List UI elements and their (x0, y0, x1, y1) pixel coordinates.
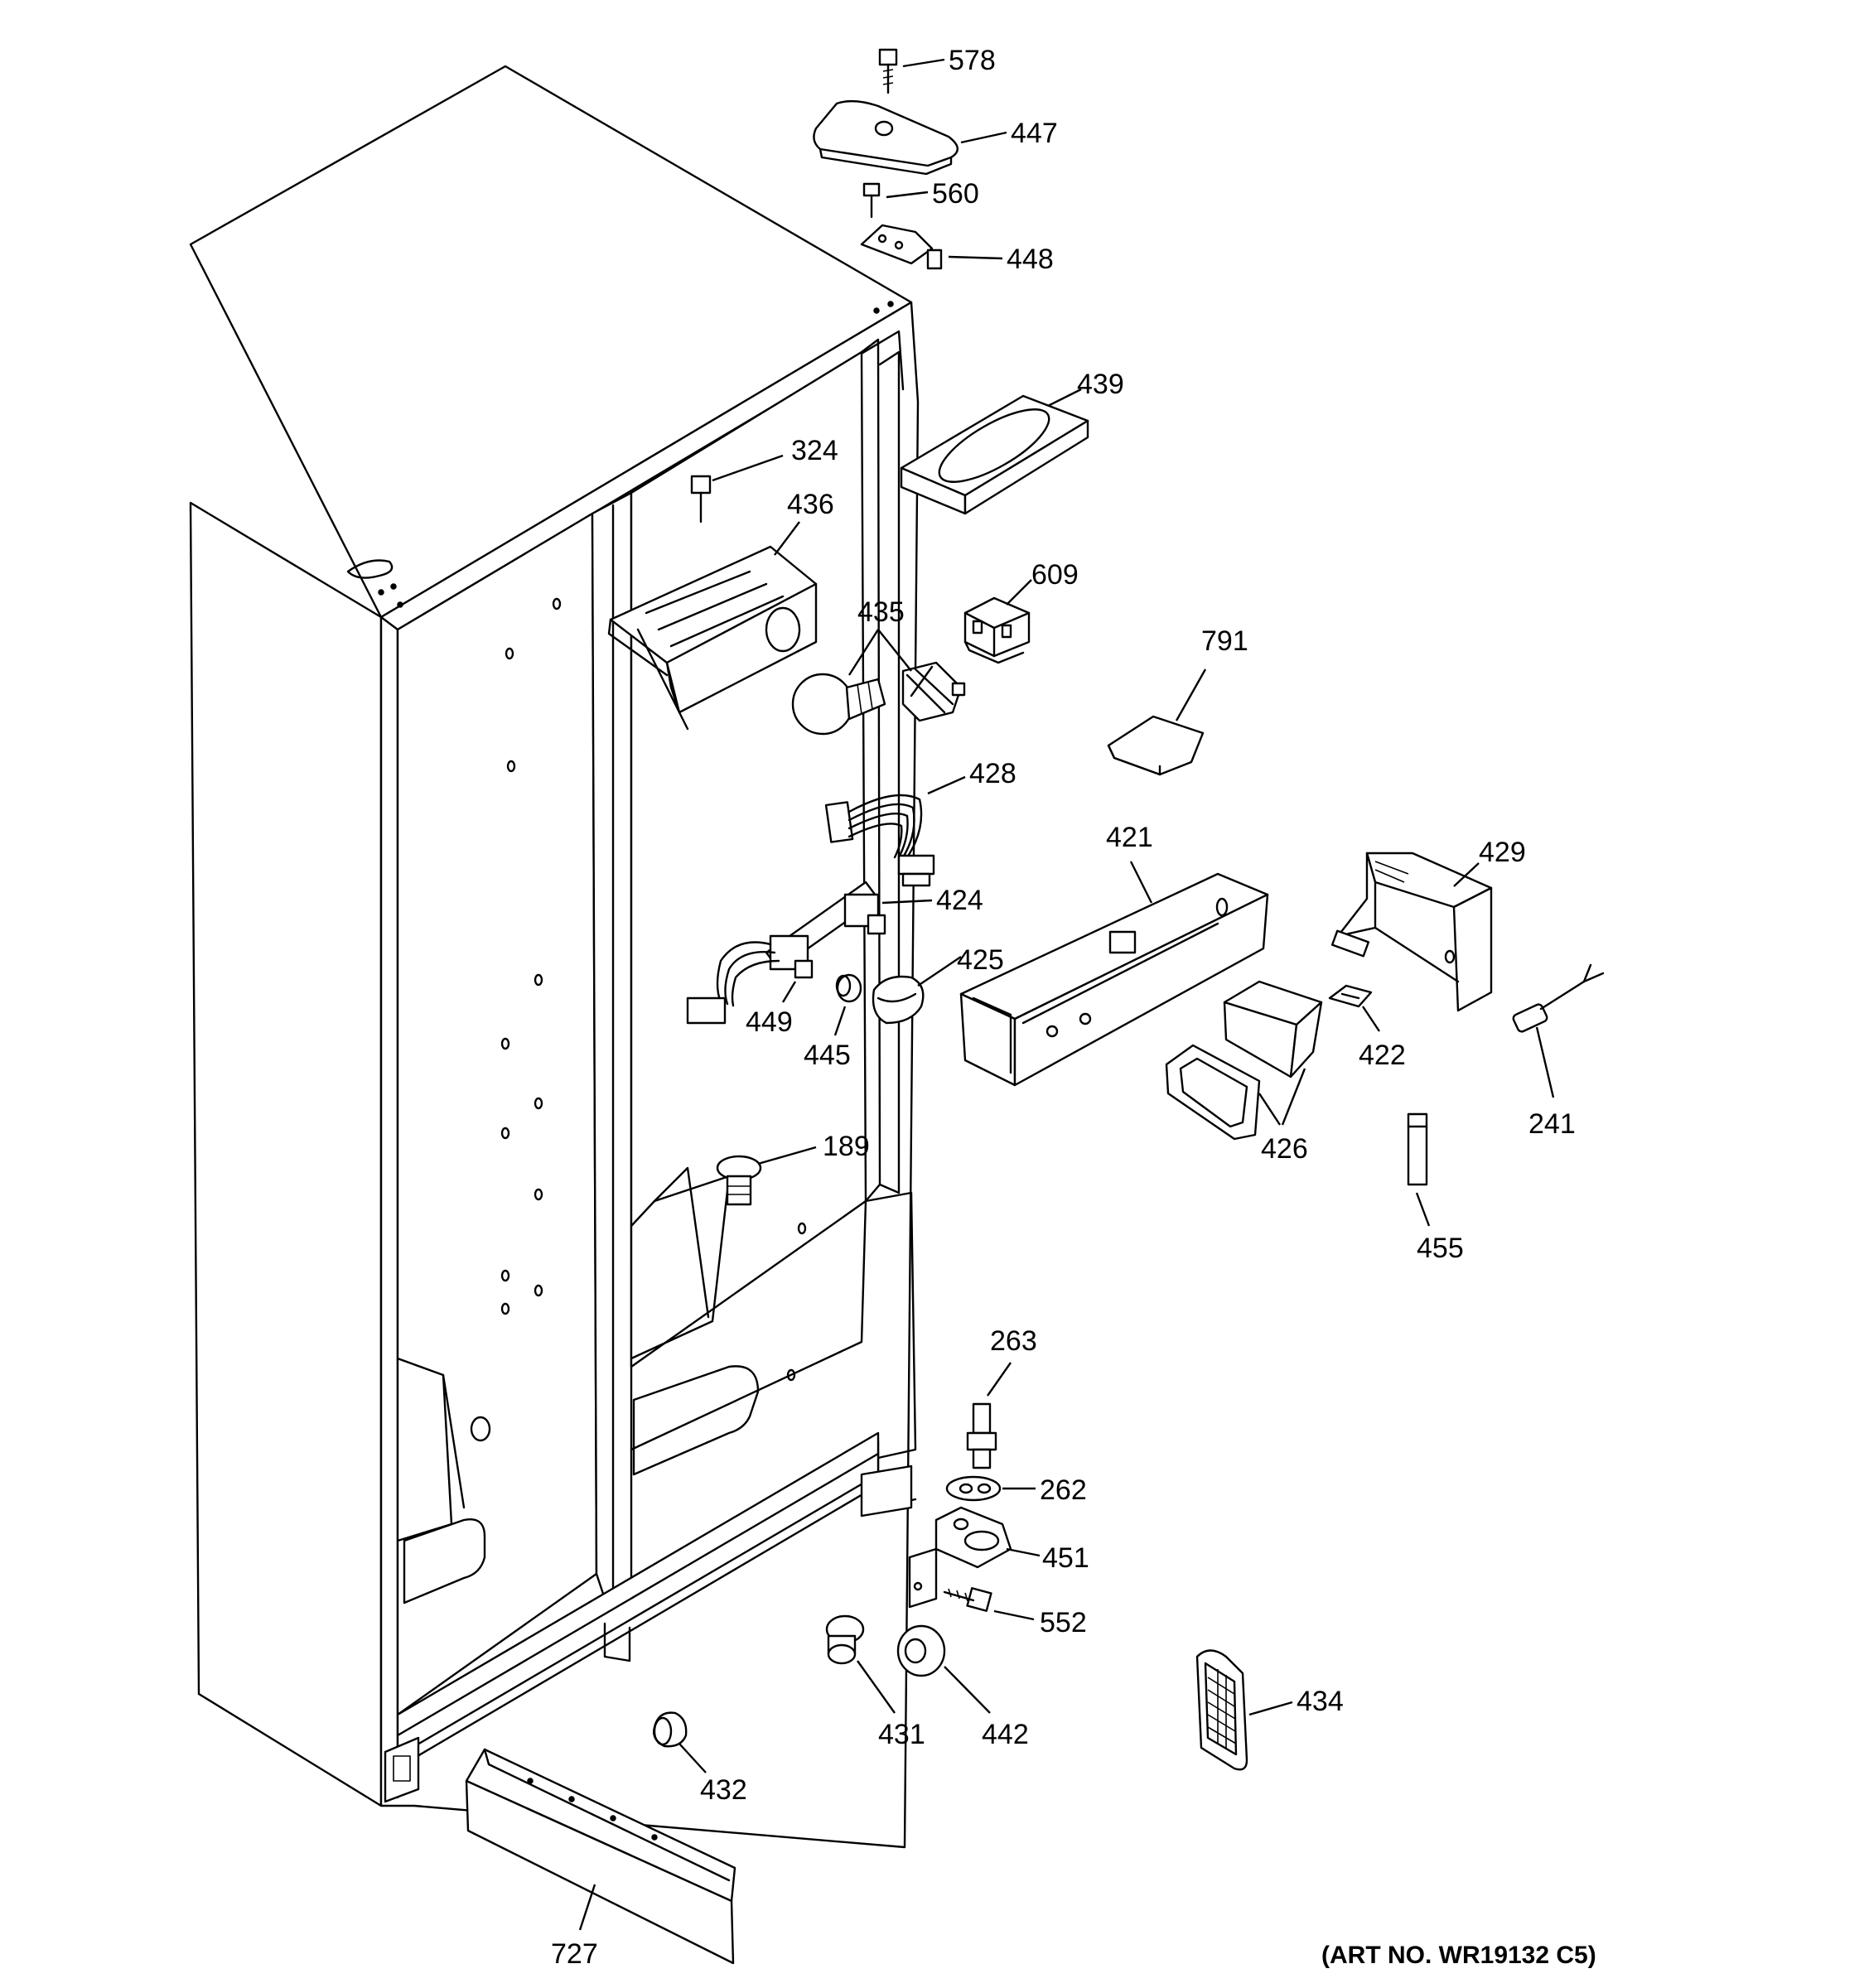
part-455-shim (1407, 1112, 1428, 1186)
label-263: 263 (990, 1325, 1037, 1357)
part-241-thermistor (1512, 963, 1605, 1033)
label-428: 428 (969, 758, 1017, 789)
part-324-screw (690, 475, 712, 524)
label-429: 429 (1479, 837, 1526, 868)
part-552-screw (943, 1587, 992, 1612)
label-435: 435 (857, 596, 905, 628)
label-432: 432 (700, 1774, 747, 1806)
part-432-cap (653, 1711, 688, 1748)
part-434-grille (1195, 1649, 1248, 1771)
part-727-kickplate (465, 1748, 736, 1965)
part-429-electronic-control (1330, 852, 1493, 1012)
part-431-leveling-leg (825, 1614, 865, 1665)
part-421-control-housing (959, 872, 1269, 1087)
label-421: 421 (1106, 822, 1153, 853)
part-262-washer (945, 1475, 1002, 1502)
label-436: 436 (787, 489, 834, 520)
label-451: 451 (1042, 1542, 1089, 1574)
part-436-light-housing (607, 545, 818, 731)
label-431: 431 (878, 1719, 925, 1750)
label-434: 434 (1297, 1686, 1344, 1717)
cabinet-mounting-holes (470, 597, 807, 1442)
label-262: 262 (1040, 1474, 1087, 1506)
label-560: 560 (932, 178, 979, 210)
refrigerator-cabinet (189, 65, 920, 1849)
part-422-connector (1328, 984, 1373, 1008)
label-791: 791 (1201, 625, 1248, 657)
part-578-screw (878, 48, 898, 94)
part-448-hinge (860, 224, 943, 270)
part-263-pin (966, 1402, 997, 1469)
part-425-knob (872, 975, 925, 1025)
part-445-knob-insert (835, 973, 862, 1003)
part-426-dispenser-housing (1165, 980, 1323, 1141)
label-189: 189 (823, 1131, 870, 1162)
part-560-screw (862, 182, 881, 219)
label-324: 324 (791, 435, 838, 466)
label-727: 727 (551, 1938, 598, 1970)
part-609-switch (963, 596, 1031, 664)
part-189-plug-button (716, 1155, 762, 1206)
label-442: 442 (982, 1719, 1029, 1750)
part-424-control-assembly (686, 881, 886, 1025)
label-445: 445 (804, 1040, 851, 1071)
label-447: 447 (1011, 118, 1058, 149)
label-422: 422 (1359, 1040, 1406, 1071)
label-455: 455 (1417, 1233, 1464, 1264)
part-labels: 578 447 560 448 439 324 436 609 435 791 … (551, 45, 1596, 1970)
label-448: 448 (1007, 244, 1054, 275)
part-791-cover (1107, 715, 1205, 776)
label-426: 426 (1261, 1133, 1308, 1165)
part-447-hinge-cover (813, 99, 959, 176)
art-number: (ART NO. WR19132 C5) (1321, 1942, 1596, 1969)
label-609: 609 (1031, 559, 1079, 591)
part-451-lower-hinge (908, 1506, 1012, 1609)
part-435-bulb-socket (791, 661, 966, 736)
label-552: 552 (1040, 1607, 1087, 1638)
label-439: 439 (1077, 369, 1124, 400)
part-439-light-shield (900, 394, 1089, 515)
label-449: 449 (746, 1006, 793, 1038)
label-578: 578 (949, 45, 996, 76)
leader-lines (578, 58, 1555, 1931)
part-428-wire-harness (824, 794, 935, 887)
label-425: 425 (957, 944, 1004, 976)
part-442-roller (896, 1624, 946, 1677)
label-241: 241 (1528, 1108, 1576, 1140)
label-424: 424 (936, 885, 983, 916)
